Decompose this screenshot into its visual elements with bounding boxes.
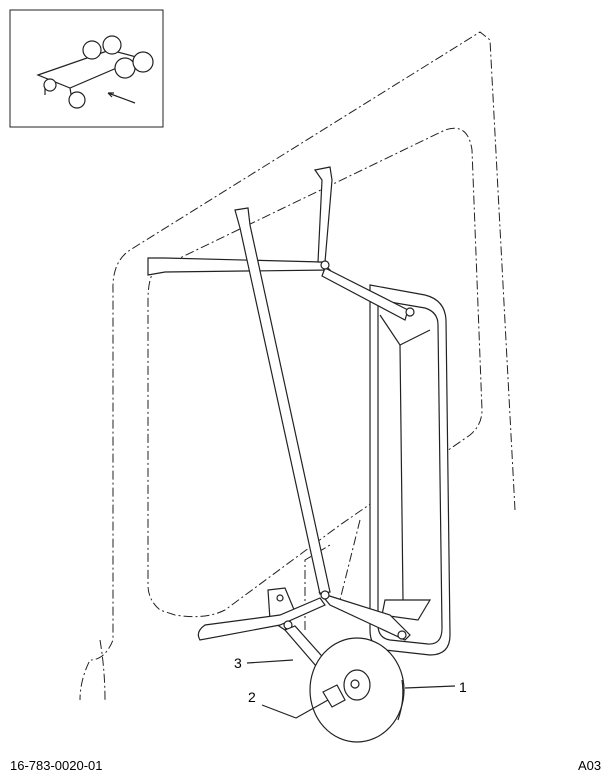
callout-3: 3 (234, 655, 242, 671)
callout-1: 1 (459, 679, 467, 695)
sheet-code: A03 (578, 758, 602, 773)
drawing-number: 16-783-0020-01 (10, 758, 103, 773)
locator-inset (9, 9, 164, 128)
convex-mirror (283, 625, 405, 743)
leader-lines (246, 659, 456, 719)
callout-2: 2 (248, 689, 256, 705)
mirror-frame (369, 284, 451, 656)
support-struts (147, 166, 415, 641)
